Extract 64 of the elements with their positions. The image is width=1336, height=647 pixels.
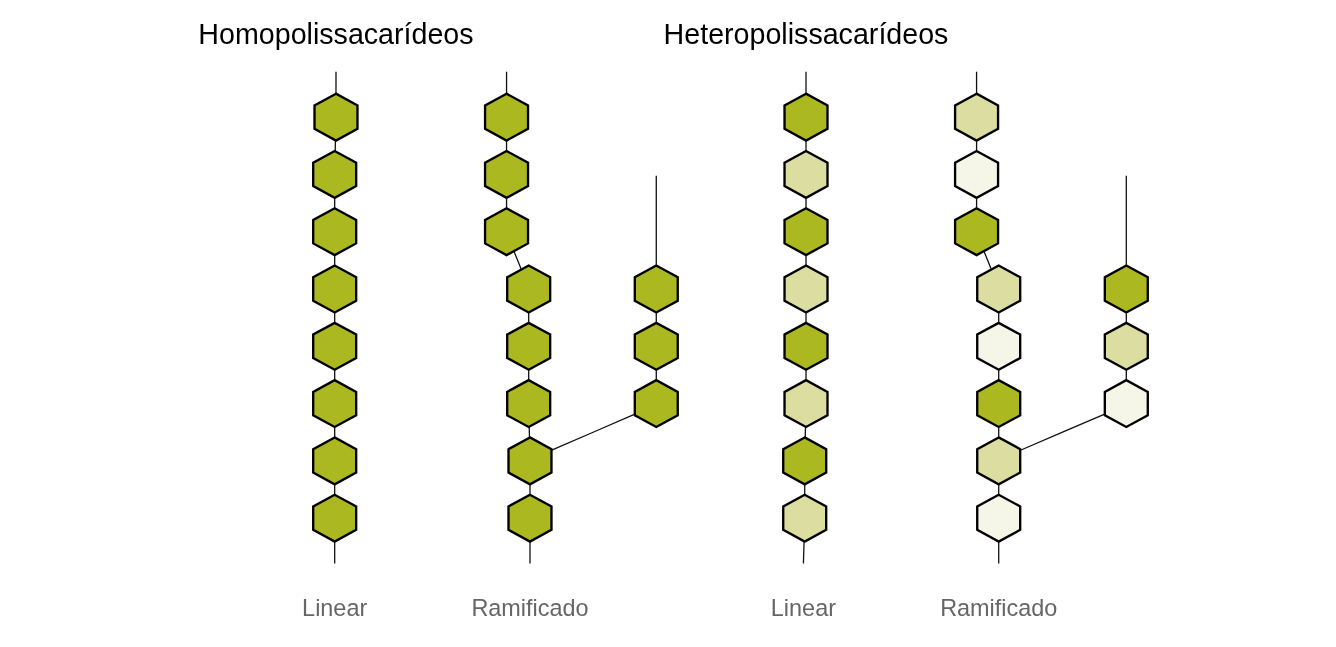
node-hexagon (783, 149, 829, 200)
node-hexagon (483, 206, 530, 257)
node-hexagon (506, 321, 552, 372)
node-hexagon (506, 264, 552, 314)
node-hexagon (312, 378, 358, 429)
connector (805, 254, 807, 266)
node-hexagon (783, 321, 829, 372)
label: Heteropolissacarídeos (663, 18, 949, 51)
node-hexagon (953, 149, 1000, 200)
node-hexagon (1103, 321, 1149, 372)
node-hexagon (976, 493, 1022, 543)
node-hexagon (953, 206, 1000, 257)
label: Homopolissacarídeos (198, 18, 474, 51)
connector (805, 369, 807, 381)
node-hexagon (976, 321, 1022, 372)
connector (802, 540, 805, 565)
node-hexagon (783, 378, 829, 429)
connector (505, 71, 508, 94)
connector (655, 175, 657, 266)
connector (334, 540, 336, 565)
connector (805, 197, 807, 209)
node-hexagon (483, 92, 530, 142)
connector (975, 71, 978, 94)
connector (983, 250, 992, 270)
connector (551, 413, 635, 451)
node-hexagon (783, 92, 829, 142)
node-hexagon (782, 493, 828, 543)
node-hexagon (312, 206, 358, 257)
node-hexagon (1103, 264, 1149, 314)
node-hexagon (976, 264, 1022, 314)
connector (529, 483, 531, 496)
node-hexagon (976, 378, 1022, 429)
node-hexagon (312, 149, 358, 200)
connector (1019, 413, 1106, 451)
node-hexagon (976, 436, 1022, 486)
node-hexagon (633, 264, 679, 314)
label: Ramificado (940, 594, 1058, 621)
connector (529, 540, 531, 565)
connector (998, 540, 1000, 565)
connector (805, 140, 807, 152)
node-hexagon (507, 493, 553, 543)
node-hexagon (313, 92, 359, 142)
connector (335, 71, 337, 94)
node-hexagon (506, 378, 552, 429)
node-hexagon (507, 436, 553, 486)
node-hexagon (633, 378, 679, 429)
node-hexagon (312, 493, 358, 543)
node-hexagon (633, 321, 679, 372)
connector (805, 311, 807, 324)
connector (805, 71, 807, 94)
node-hexagon (483, 149, 530, 200)
label: Linear (770, 594, 836, 621)
node-hexagon (312, 264, 358, 314)
connector (1125, 175, 1127, 266)
label: Linear (302, 594, 368, 621)
node-hexagon (782, 436, 828, 486)
label: Ramificado (471, 594, 589, 621)
node-hexagon (783, 206, 829, 257)
node-hexagon (312, 436, 358, 486)
node-hexagon (953, 92, 1000, 142)
connector (513, 250, 522, 270)
node-hexagon (312, 321, 358, 372)
node-hexagon (783, 264, 829, 314)
node-hexagon (1103, 378, 1149, 429)
